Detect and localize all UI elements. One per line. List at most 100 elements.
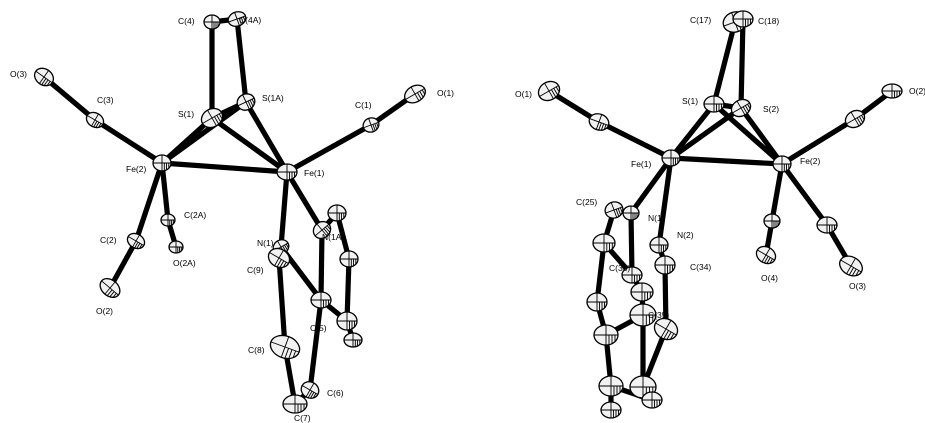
- atom-ellipsoid-ro2: [881, 83, 903, 99]
- atom-ellipsoid-rq9: [600, 401, 622, 419]
- atom-ellipsoid-s1a: [236, 93, 256, 111]
- atom-ellipsoid-rs2: [730, 98, 752, 118]
- atom-ellipsoid-ro1: [537, 80, 561, 102]
- atom-ellipsoid-rq5: [653, 317, 679, 341]
- atom-label-n1-right: N(1): [648, 213, 665, 223]
- bond-rfe1-n1r: [628, 155, 674, 216]
- bond-rs1-rfe1: [668, 101, 717, 161]
- atom-ellipsoid-n1a: [312, 220, 332, 240]
- atom-ellipsoid-fe2: [152, 154, 172, 172]
- atom-ellipsoid-c4: [203, 14, 221, 30]
- atom-label-s1: S(1): [178, 109, 194, 119]
- bond-rs2-rfe1: [668, 105, 744, 161]
- atom-label-o2-right: O(2): [909, 86, 925, 96]
- atom-label-o3-right: O(3): [849, 281, 866, 291]
- atom-label-fe1: Fe(1): [304, 168, 324, 178]
- atom-ellipsoid-c18: [732, 10, 754, 28]
- atom-ellipsoid-c35: [629, 303, 657, 327]
- atom-ellipsoid-s1: [200, 107, 224, 129]
- bond-c17-rs1: [711, 19, 738, 107]
- atom-ellipsoid-rc1: [588, 113, 610, 131]
- atom-label-c25: C(25): [576, 197, 597, 207]
- bond-c9-c8: [276, 255, 288, 350]
- atom-label-o2: O(2): [96, 306, 113, 316]
- bond-s1a-fe1: [243, 99, 290, 175]
- atom-ellipsoid-r1: [327, 204, 347, 222]
- atom-ellipsoid-n1r: [622, 205, 640, 221]
- atom-ellipsoid-c1: [362, 117, 380, 133]
- atom-ellipsoid-rc2: [844, 109, 866, 129]
- atom-label-fe2: Fe(2): [126, 164, 146, 174]
- atom-ellipsoid-rc3: [816, 216, 838, 234]
- label-layer: C(4) C(4A) S(1) S(1A) O(3) C(3) C(1) O(1…: [10, 15, 925, 423]
- atom-ellipsoid-r3: [336, 311, 358, 331]
- bond-c6-c5: [307, 297, 324, 393]
- atom-ellipsoid-rfe1: [661, 149, 681, 167]
- atom-layer: [33, 10, 903, 419]
- bond-fe1-n1a: [284, 169, 325, 233]
- atom-label-o1-right: O(1): [515, 89, 532, 99]
- bond-r2-r3: [344, 256, 352, 324]
- bond-rs1-rfe2: [711, 101, 785, 167]
- atom-ellipsoid-fe1: [276, 163, 298, 181]
- atom-label-c4a: C(4A): [239, 15, 261, 25]
- atom-ellipsoid-o1: [404, 84, 426, 104]
- bond-c36-rq3: [594, 240, 607, 305]
- atom-label-c4: C(4): [178, 16, 195, 26]
- atom-ellipsoid-rq4: [593, 324, 619, 346]
- atom-label-o3: O(3): [10, 69, 27, 79]
- atom-label-c35: C(35): [648, 310, 669, 320]
- atom-ellipsoid-rs1: [703, 95, 725, 113]
- atom-label-c17: C(17): [690, 15, 711, 25]
- bond-c3-o3: [41, 74, 98, 123]
- atom-ellipsoid-c34: [654, 255, 676, 275]
- atom-label-o4: O(4): [761, 273, 778, 283]
- atom-label-c1: C(1): [355, 100, 372, 110]
- atom-ellipsoid-o2a: [168, 240, 184, 254]
- bond-fe2-c2a: [159, 160, 171, 223]
- atom-label-c36: C(36): [609, 263, 630, 273]
- atom-ellipsoid-c8: [269, 334, 301, 360]
- atom-label-c6: C(6): [327, 388, 344, 398]
- atom-ellipsoid-o3: [33, 67, 55, 87]
- atom-ellipsoid-rq3: [586, 292, 608, 312]
- atom-label-c2: C(2): [100, 235, 117, 245]
- atom-ellipsoid-c5: [310, 291, 332, 309]
- atom-ellipsoid-r2: [339, 250, 359, 268]
- bond-s1a-fe2: [159, 99, 249, 166]
- atom-ellipsoid-c2: [126, 232, 146, 250]
- atom-label-o1: O(1): [437, 88, 454, 98]
- atom-label-s1-right: S(1): [682, 96, 698, 106]
- bond-rfe1-rfe2: [668, 155, 785, 167]
- atom-label-c2a: C(2A): [184, 210, 206, 220]
- atom-label-fe1-right: Fe(1): [631, 159, 651, 169]
- bond-fe2-c2: [133, 160, 165, 244]
- bond-fe2-fe1: [159, 160, 290, 175]
- atom-ellipsoid-rfe2: [772, 155, 792, 173]
- atom-label-o2a: O(2A): [173, 258, 196, 268]
- bond-n1r-rq1: [628, 210, 635, 278]
- atom-ellipsoid-o4: [755, 245, 777, 265]
- atom-label-c18: C(18): [758, 16, 779, 26]
- bond-s1-fe1: [209, 115, 290, 175]
- atom-ellipsoid-c36: [592, 233, 616, 253]
- atom-ellipsoid-c9: [267, 247, 291, 269]
- atom-ellipsoid-rc4: [763, 213, 781, 229]
- atom-label-s1a: S(1A): [262, 93, 284, 103]
- atom-label-c5: C(5): [310, 323, 327, 333]
- bond-c18-rs2: [738, 16, 746, 111]
- atom-ellipsoid-r4: [343, 332, 363, 348]
- bond-fe2-c3: [92, 117, 165, 166]
- bond-rs2-rfe2: [738, 105, 785, 167]
- bond-fe1-n1: [278, 169, 290, 250]
- atom-label-c3: C(3): [97, 95, 114, 105]
- atom-label-n1a: N(1A): [322, 232, 344, 242]
- bond-rfe2-rc3: [779, 161, 830, 228]
- bond-rfe2-rc4: [769, 161, 785, 224]
- atom-ellipsoid-rq1: [621, 266, 643, 284]
- atom-ellipsoid-c2a: [160, 213, 176, 227]
- bond-c5-n1a: [318, 227, 325, 303]
- atom-ellipsoid-rq8: [641, 391, 663, 409]
- atom-ellipsoid-n2: [649, 236, 669, 254]
